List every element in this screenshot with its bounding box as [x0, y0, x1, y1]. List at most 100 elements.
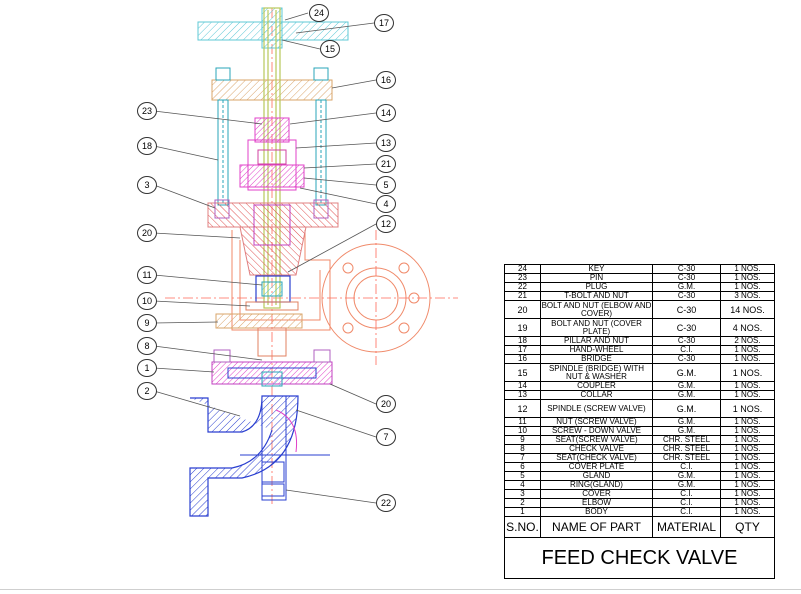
parts-name-cell: CHECK VALVE — [540, 444, 653, 454]
header-sno: S.NO. — [504, 516, 541, 538]
parts-material-cell: C-30 — [652, 354, 721, 364]
parts-material-cell: G.M. — [652, 417, 721, 427]
bridge — [211, 67, 333, 101]
callout-balloon: 24 — [309, 4, 329, 22]
parts-sno-cell: 13 — [504, 390, 541, 400]
parts-qty-cell: 1 NOS. — [720, 453, 775, 463]
callout-balloon: 8 — [137, 337, 157, 355]
parts-qty-cell: 1 NOS. — [720, 480, 775, 490]
callout-balloon: 5 — [376, 176, 396, 194]
callout-balloon: 20 — [137, 224, 157, 242]
parts-name-cell: BOLT AND NUT (ELBOW AND COVER) — [540, 300, 653, 319]
check-valve — [211, 349, 333, 387]
parts-name-cell: BODY — [540, 507, 653, 517]
callout-balloon: 15 — [320, 40, 340, 58]
parts-name-cell: HAND-WHEEL — [540, 345, 653, 355]
callout-balloon: 4 — [376, 195, 396, 213]
parts-material-cell: C.I. — [652, 489, 721, 499]
parts-name-cell: BOLT AND NUT (COVER PLATE) — [540, 318, 653, 337]
parts-name-cell: SPINDLE (BRIDGE) WITH NUT & WASHER — [540, 363, 653, 382]
parts-material-cell: G.M. — [652, 381, 721, 391]
parts-qty-cell: 2 NOS. — [720, 336, 775, 346]
parts-sno-cell: 21 — [504, 291, 541, 301]
parts-sno-cell: 3 — [504, 489, 541, 499]
parts-material-cell: G.M. — [652, 363, 721, 382]
parts-material-cell: CHR. STEEL — [652, 435, 721, 445]
parts-name-cell: KEY — [540, 264, 653, 274]
coupler-collar — [239, 117, 305, 191]
parts-qty-cell: 14 NOS. — [720, 300, 775, 319]
callout-balloon: 1 — [137, 359, 157, 377]
parts-sno-cell: 24 — [504, 264, 541, 274]
callout-balloon: 23 — [137, 102, 157, 120]
parts-sno-cell: 9 — [504, 435, 541, 445]
parts-name-cell: ELBOW — [540, 498, 653, 508]
parts-material-cell: G.M. — [652, 426, 721, 436]
parts-material-cell: C-30 — [652, 336, 721, 346]
parts-sno-cell: 18 — [504, 336, 541, 346]
parts-sno-cell: 19 — [504, 318, 541, 337]
parts-material-cell: C-30 — [652, 300, 721, 319]
parts-qty-cell: 1 NOS. — [720, 426, 775, 436]
cover — [207, 199, 339, 276]
elbow — [189, 395, 330, 517]
screw-valve — [215, 275, 303, 357]
callout-balloon: 18 — [137, 137, 157, 155]
parts-sno-cell: 6 — [504, 462, 541, 472]
parts-sno-cell: 22 — [504, 282, 541, 292]
parts-qty-cell: 1 NOS. — [720, 381, 775, 391]
title-row: FEED CHECK VALVE — [504, 537, 775, 579]
parts-qty-cell: 1 NOS. — [720, 489, 775, 499]
parts-sno-cell: 11 — [504, 417, 541, 427]
parts-qty-cell: 1 NOS. — [720, 264, 775, 274]
parts-material-cell: C-30 — [652, 264, 721, 274]
callout-balloon: 14 — [376, 104, 396, 122]
callout-balloon: 13 — [376, 134, 396, 152]
parts-name-cell: GLAND — [540, 471, 653, 481]
callout-balloon: 17 — [374, 14, 394, 32]
parts-qty-cell: 1 NOS. — [720, 435, 775, 445]
parts-name-cell: COVER — [540, 489, 653, 499]
parts-qty-cell: 1 NOS. — [720, 399, 775, 418]
callout-balloon: 7 — [376, 428, 396, 446]
parts-material-cell: G.M. — [652, 282, 721, 292]
parts-material-cell: C-30 — [652, 291, 721, 301]
drawing-title: FEED CHECK VALVE — [504, 537, 775, 579]
parts-name-cell: T-BOLT AND NUT — [540, 291, 653, 301]
parts-name-cell: RING(GLAND) — [540, 480, 653, 490]
hand-wheel — [197, 7, 349, 49]
parts-sno-cell: 12 — [504, 399, 541, 418]
parts-material-cell: G.M. — [652, 471, 721, 481]
callout-balloon: 21 — [376, 155, 396, 173]
parts-qty-cell: 1 NOS. — [720, 498, 775, 508]
parts-name-cell: SPINDLE (SCREW VALVE) — [540, 399, 653, 418]
parts-material-cell: C.I. — [652, 345, 721, 355]
leader-lines — [153, 12, 377, 504]
parts-qty-cell: 1 NOS. — [720, 444, 775, 454]
parts-sno-cell: 23 — [504, 273, 541, 283]
parts-sno-cell: 2 — [504, 498, 541, 508]
page-bottom-rule — [0, 589, 801, 590]
parts-sno-cell: 8 — [504, 444, 541, 454]
parts-qty-cell: 3 NOS. — [720, 291, 775, 301]
callout-balloon: 16 — [376, 71, 396, 89]
parts-material-cell: C.I. — [652, 498, 721, 508]
parts-material-cell: C.I. — [652, 462, 721, 472]
parts-qty-cell: 1 NOS. — [720, 390, 775, 400]
parts-sno-cell: 17 — [504, 345, 541, 355]
parts-list-header: S.NO. NAME OF PART MATERIAL QTY — [504, 516, 775, 538]
